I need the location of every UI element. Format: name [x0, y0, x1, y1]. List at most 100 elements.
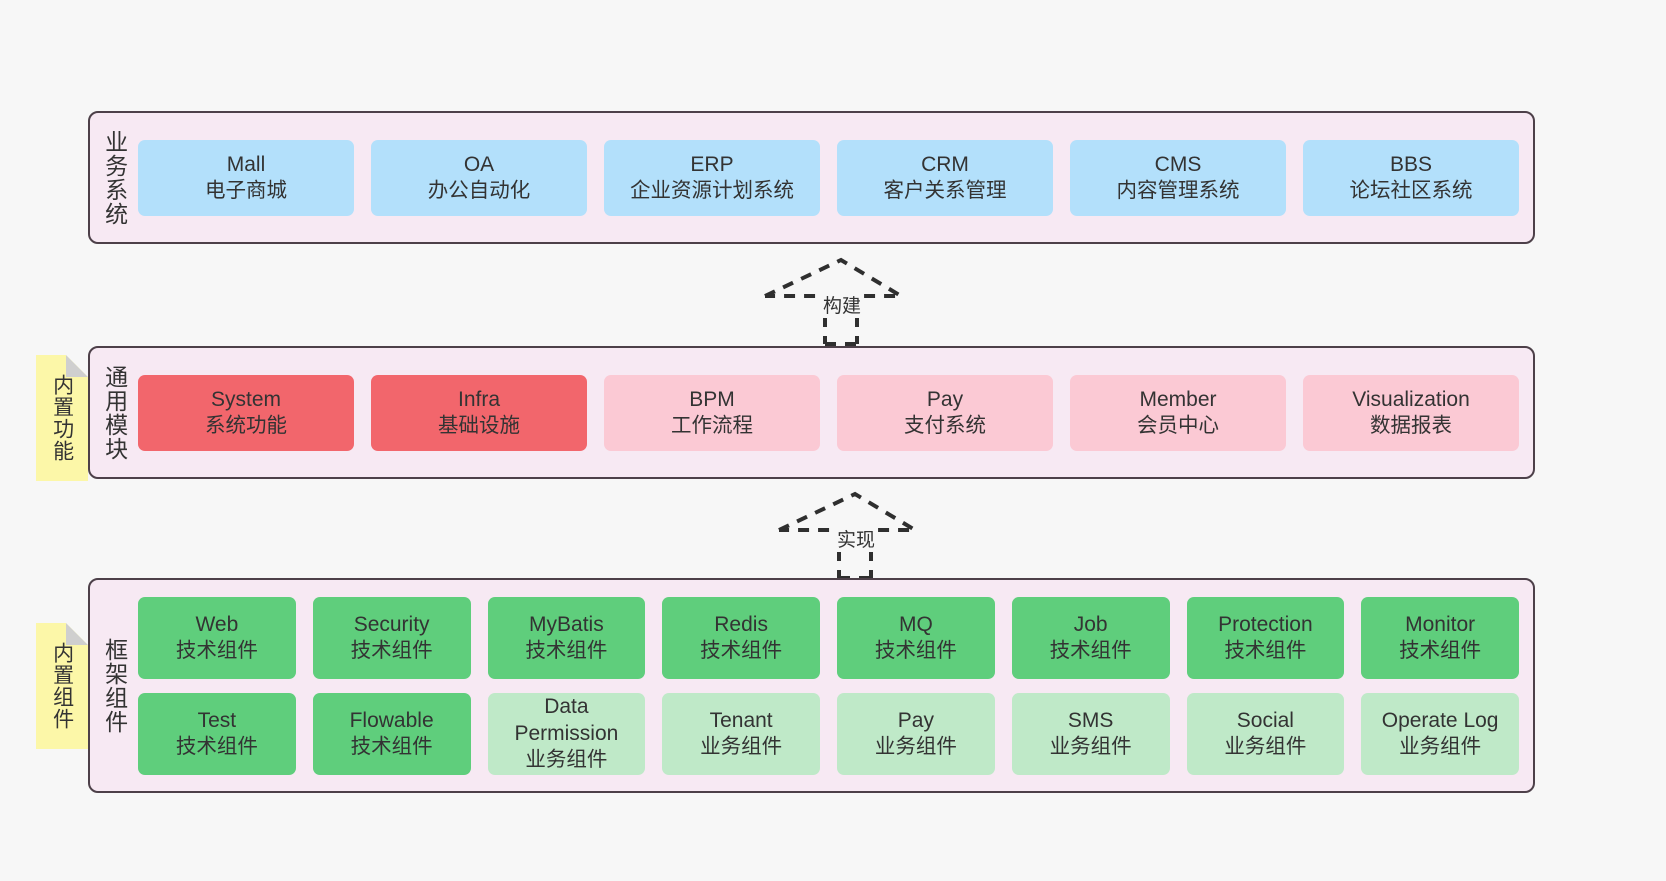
node-security-title: Security — [353, 612, 430, 636]
node-job-desc: 技术组件 — [1049, 638, 1132, 662]
node-member[interactable]: Member 会员中心 — [1070, 374, 1286, 451]
node-flowable-desc: 技术组件 — [350, 734, 433, 758]
node-bbs[interactable]: BBS 论坛社区系统 — [1303, 139, 1519, 216]
node-mall[interactable]: Mall 电子商城 — [138, 139, 354, 216]
node-cms-desc: 内容管理系统 — [1116, 178, 1240, 202]
node-oa-title: OA — [463, 152, 495, 176]
node-crm-desc: 客户关系管理 — [883, 178, 1007, 202]
node-flowable[interactable]: Flowable 技术组件 — [312, 692, 471, 775]
connector-implement-label: 实现 — [835, 525, 878, 552]
node-pay-component[interactable]: Pay 业务组件 — [837, 692, 995, 775]
node-test[interactable]: Test 技术组件 — [138, 692, 296, 775]
node-erp-title: ERP — [690, 152, 734, 176]
node-pay-module[interactable]: Pay 支付系统 — [837, 374, 1053, 451]
note-builtin-features-label: 内置功能 — [50, 374, 74, 462]
layer-common-label: 通用模块 — [101, 364, 128, 461]
node-bbs-desc: 论坛社区系统 — [1349, 178, 1473, 202]
node-erp[interactable]: ERP 企业资源计划系统 — [604, 139, 820, 216]
note-fold-corner-icon — [66, 355, 88, 377]
node-pay-component-desc: 业务组件 — [874, 734, 957, 758]
node-data-permission-title-line1: Data — [544, 694, 589, 718]
layer-business-systems: 业务系统 Mall 电子商城 OA 办公自动化 ERP 企业资源计划系统 CRM — [88, 111, 1535, 244]
node-monitor-desc: 技术组件 — [1399, 638, 1482, 662]
layer-common-modules: 通用模块 System 系统功能 Infra 基础设施 BPM 工作流程 Pay — [88, 346, 1535, 479]
node-web[interactable]: Web 技术组件 — [138, 596, 296, 679]
node-mall-title: Mall — [226, 152, 266, 176]
node-pay-module-desc: 支付系统 — [904, 413, 986, 437]
node-mall-desc: 电子商城 — [205, 178, 287, 202]
layer-framework-components: 框架组件 Web 技术组件 Security 技术组件 MyBatis 技术组件… — [88, 578, 1535, 793]
note-builtin-components-label: 内置组件 — [50, 642, 74, 730]
note-builtin-features: 内置功能 — [36, 355, 88, 481]
node-data-permission[interactable]: Data Permission 业务组件 — [487, 692, 646, 775]
node-mq[interactable]: MQ 技术组件 — [837, 596, 995, 679]
layer-common-body: System 系统功能 Infra 基础设施 BPM 工作流程 Pay 支付系统… — [138, 348, 1533, 477]
node-protection-desc: 技术组件 — [1224, 638, 1307, 662]
layer-framework-row-business: Test 技术组件 Flowable 技术组件 Data Permission … — [138, 692, 1519, 775]
node-crm[interactable]: CRM 客户关系管理 — [837, 139, 1053, 216]
layer-business-row: Mall 电子商城 OA 办公自动化 ERP 企业资源计划系统 CRM 客户关系… — [138, 139, 1519, 216]
node-member-desc: 会员中心 — [1137, 413, 1219, 437]
layer-business-body: Mall 电子商城 OA 办公自动化 ERP 企业资源计划系统 CRM 客户关系… — [138, 113, 1533, 242]
note-builtin-components: 内置组件 — [36, 623, 88, 749]
node-operate-log-title: Operate Log — [1381, 708, 1499, 732]
node-member-title: Member — [1139, 387, 1217, 411]
node-infra-title: Infra — [457, 387, 501, 411]
node-cms[interactable]: CMS 内容管理系统 — [1070, 139, 1286, 216]
connector-build-label: 构建 — [821, 291, 864, 318]
node-monitor[interactable]: Monitor 技术组件 — [1361, 596, 1519, 679]
node-oa-desc: 办公自动化 — [427, 178, 531, 202]
node-visualization[interactable]: Visualization 数据报表 — [1303, 374, 1519, 451]
node-tenant-title: Tenant — [709, 708, 773, 732]
node-protection-title: Protection — [1218, 612, 1313, 636]
node-infra[interactable]: Infra 基础设施 — [371, 374, 587, 451]
note-fold-corner-icon — [66, 623, 88, 645]
node-redis-title: Redis — [714, 612, 768, 636]
node-bpm-title: BPM — [689, 387, 735, 411]
node-mybatis-title: MyBatis — [529, 612, 604, 636]
node-pay-component-title: Pay — [897, 708, 934, 732]
node-sms-title: SMS — [1067, 708, 1114, 732]
node-operate-log-desc: 业务组件 — [1399, 734, 1482, 758]
node-social[interactable]: Social 业务组件 — [1186, 692, 1345, 775]
node-security[interactable]: Security 技术组件 — [312, 596, 471, 679]
node-pay-module-title: Pay — [926, 387, 964, 411]
node-test-desc: 技术组件 — [175, 734, 258, 758]
node-mybatis[interactable]: MyBatis 技术组件 — [487, 596, 646, 679]
node-operate-log[interactable]: Operate Log 业务组件 — [1361, 692, 1519, 775]
node-social-title: Social — [1236, 708, 1294, 732]
node-bpm[interactable]: BPM 工作流程 — [604, 374, 820, 451]
node-mq-desc: 技术组件 — [874, 638, 957, 662]
node-sms[interactable]: SMS 业务组件 — [1011, 692, 1170, 775]
layer-business-label: 业务系统 — [101, 129, 128, 226]
node-redis-desc: 技术组件 — [700, 638, 783, 662]
node-system[interactable]: System 系统功能 — [138, 374, 354, 451]
node-job[interactable]: Job 技术组件 — [1011, 596, 1170, 679]
node-cms-title: CMS — [1154, 152, 1202, 176]
node-job-title: Job — [1073, 612, 1108, 636]
connector-build: 构建 — [755, 257, 909, 346]
layer-framework-row-technical: Web 技术组件 Security 技术组件 MyBatis 技术组件 Redi… — [138, 596, 1519, 679]
node-tenant-desc: 业务组件 — [700, 734, 783, 758]
node-tenant[interactable]: Tenant 业务组件 — [662, 692, 820, 775]
node-erp-desc: 企业资源计划系统 — [630, 178, 794, 202]
node-oa[interactable]: OA 办公自动化 — [371, 139, 587, 216]
node-protection[interactable]: Protection 技术组件 — [1186, 596, 1345, 679]
node-data-permission-desc: 业务组件 — [525, 748, 608, 772]
node-mybatis-desc: 技术组件 — [525, 638, 608, 662]
node-visualization-title: Visualization — [1352, 387, 1470, 411]
node-data-permission-title-line2: Permission — [514, 722, 619, 746]
node-flowable-title: Flowable — [349, 708, 434, 732]
node-visualization-desc: 数据报表 — [1370, 413, 1452, 437]
node-redis[interactable]: Redis 技术组件 — [662, 596, 820, 679]
node-system-desc: 系统功能 — [205, 413, 287, 437]
layer-common-row: System 系统功能 Infra 基础设施 BPM 工作流程 Pay 支付系统… — [138, 374, 1519, 451]
node-social-desc: 业务组件 — [1224, 734, 1307, 758]
node-system-title: System — [210, 387, 281, 411]
node-web-desc: 技术组件 — [175, 638, 258, 662]
node-mq-title: MQ — [898, 612, 933, 636]
node-bbs-title: BBS — [1389, 152, 1433, 176]
node-monitor-title: Monitor — [1405, 612, 1476, 636]
node-infra-desc: 基础设施 — [438, 413, 520, 437]
